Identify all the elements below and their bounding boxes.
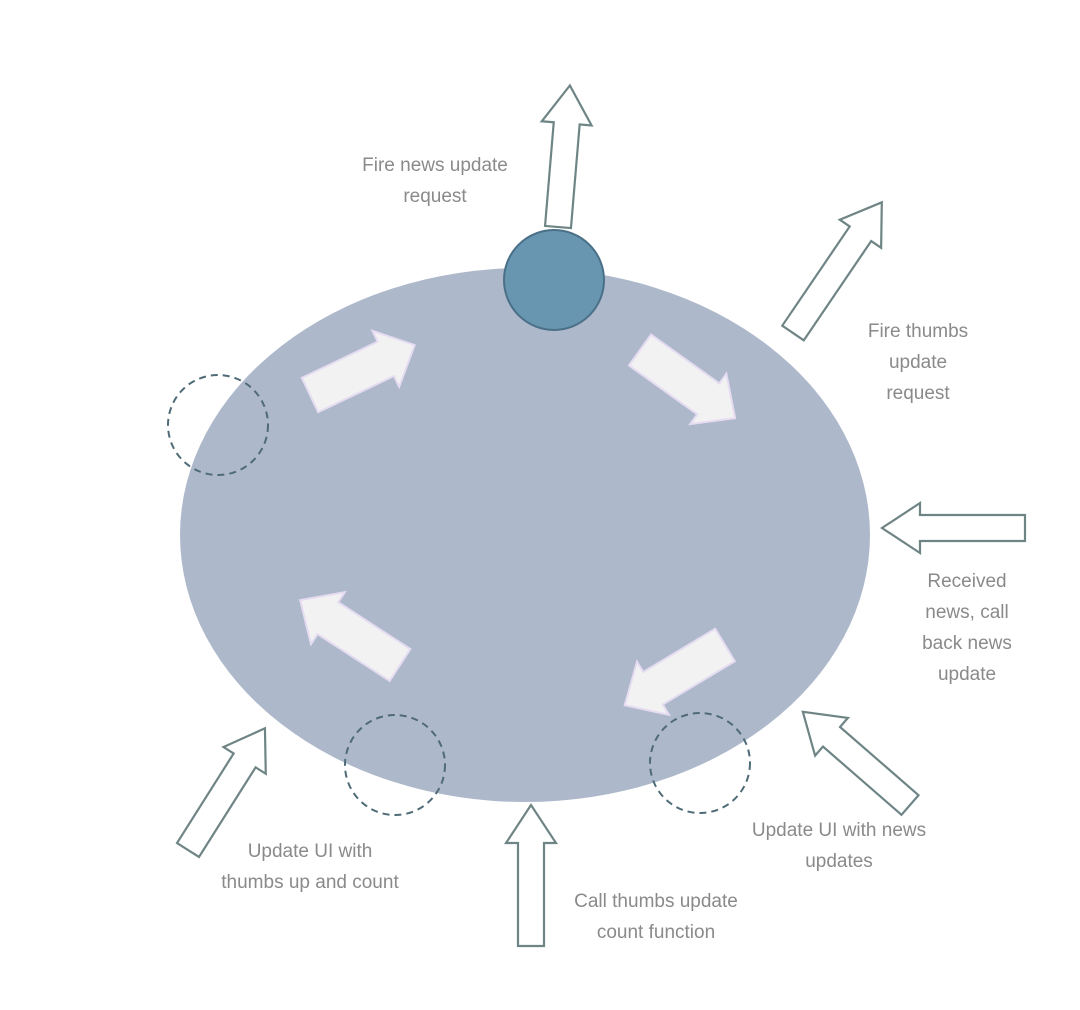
arrow-update-ui-thumbs [175,726,267,859]
arrow-fire-news [539,83,594,230]
label-received-news: Received news, call back news update [922,571,1012,685]
label-update-ui-thumbs: Update UI with thumbs up and count [221,841,399,893]
dashed-circle-bottom-left [344,714,446,816]
label-fire-news: Fire news update request [362,155,508,207]
loop-arrow-bottom-left [298,590,412,683]
loop-arrow-bottom-right [623,627,737,717]
arrow-received-news [879,500,1027,556]
dashed-circle-left [167,374,269,476]
event-loop-ellipse [180,268,870,802]
arrow-call-thumbs [503,802,559,948]
loop-arrow-top-right [627,333,737,426]
arrow-update-ui-news [801,710,921,817]
loop-arrow-top-left [300,329,416,414]
event-source-node [503,229,605,331]
dashed-circle-bottom-right [649,712,751,814]
label-fire-thumbs: Fire thumbs update request [867,321,969,404]
arrow-fire-thumbs [780,200,883,342]
label-call-thumbs: Call thumbs update count function [574,891,738,943]
label-update-ui-news: Update UI with news updates [751,820,927,872]
